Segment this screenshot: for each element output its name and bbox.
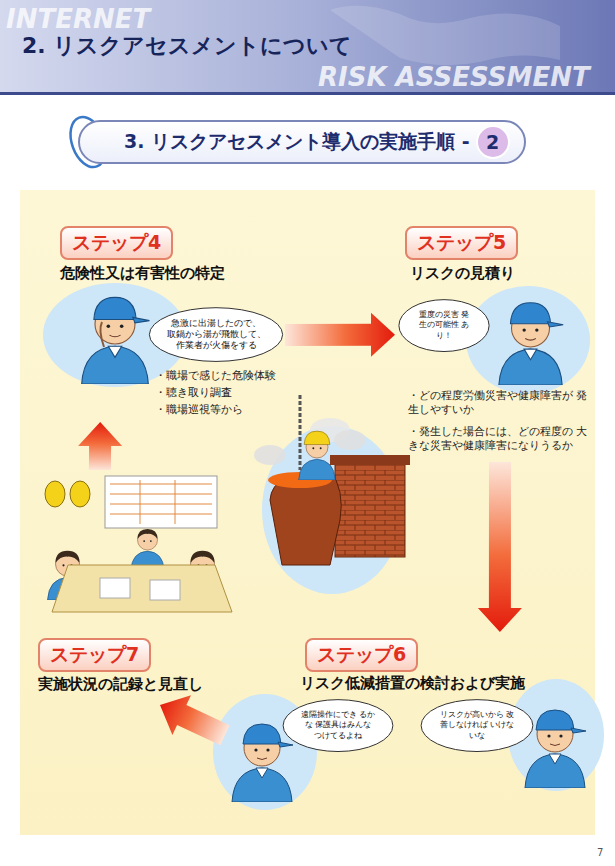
speech-bubble: 重度の災害 発生の可能性 あり！: [398, 298, 490, 353]
bubble-ellipse: [149, 308, 282, 362]
watermark: RISK ASSESSMENT: [318, 60, 590, 95]
page-title: 2. リスクアセスメントについて: [22, 31, 352, 61]
section-band: 3. リスクアセスメント導入の実施手順 -2: [78, 120, 526, 164]
speech-bubble: リスクが高いから 改善しなければ いけないな: [420, 698, 534, 753]
flow-arrow: [478, 462, 522, 632]
bubble-ellipse: [421, 700, 533, 752]
bubble-text: 重度の災害 発生の可能性 あり！: [416, 310, 472, 341]
bubble-ellipse: [399, 300, 489, 352]
step-group: ステップ6 リスク低減措置の検討および実施遠隔操作にでき るかな 保護具はみんな …: [225, 632, 595, 807]
page-number: 7: [597, 846, 603, 860]
bubble-text: 遠隔操作にでき るかな 保護具はみんな つけてるよね: [300, 710, 376, 741]
bubble-ellipse: [283, 700, 393, 752]
step-group: ステップ7 実施状況の記録と見直し: [30, 470, 220, 705]
flow-arrow: [78, 422, 122, 470]
step-heading: リスクの見積り: [410, 264, 515, 283]
step-heading: リスク低減措置の検討および実施: [300, 674, 525, 693]
bullet-note: ・どの程度労働災害や健康障害が 発生しやすいか: [408, 388, 594, 416]
step-heading: 実施状況の記録と見直し: [38, 675, 203, 694]
bullet-note: ・職場巡視等から: [155, 402, 243, 416]
step-heading: 危険性又は有害性の特定: [60, 264, 225, 283]
bubble-text: リスクが高いから 改善しなければ いけないな: [438, 710, 516, 741]
band-title: 3. リスクアセスメント導入の実施手順 -: [124, 129, 470, 155]
step-badge: ステップ5: [405, 226, 518, 260]
step-group: ステップ4 危険性又は有害性の特定急激に出湯したので、 取鍋から湯が飛散して、 作…: [45, 222, 285, 422]
bullet-note: ・職場で感じた危険体験: [155, 368, 276, 382]
watermark: INTERNET: [6, 2, 150, 37]
step-badge: ステップ4: [60, 226, 173, 260]
step-badge: ステップ6: [305, 638, 418, 672]
bubble-text: 急激に出湯したので、 取鍋から湯が飛散して、 作業者が火傷をする: [166, 318, 266, 351]
bullet-note: ・発生した場合には、どの程度の 大きな災害や健康障害になりうるか: [408, 424, 594, 452]
step-badge: ステップ7: [38, 638, 151, 672]
bullet-note: ・聴き取り調査: [155, 385, 232, 399]
speech-bubble: 遠隔操作にでき るかな 保護具はみんな つけてるよね: [282, 698, 394, 753]
page-circle-number: 2: [476, 125, 510, 159]
speech-bubble: 急激に出湯したので、 取鍋から湯が飛散して、 作業者が火傷をする: [148, 306, 284, 363]
flow-arrow: [285, 313, 395, 357]
flow-arrow: [160, 695, 230, 745]
step-group: ステップ5 リスクの見積り重度の災害 発生の可能性 あり！: [395, 222, 595, 462]
